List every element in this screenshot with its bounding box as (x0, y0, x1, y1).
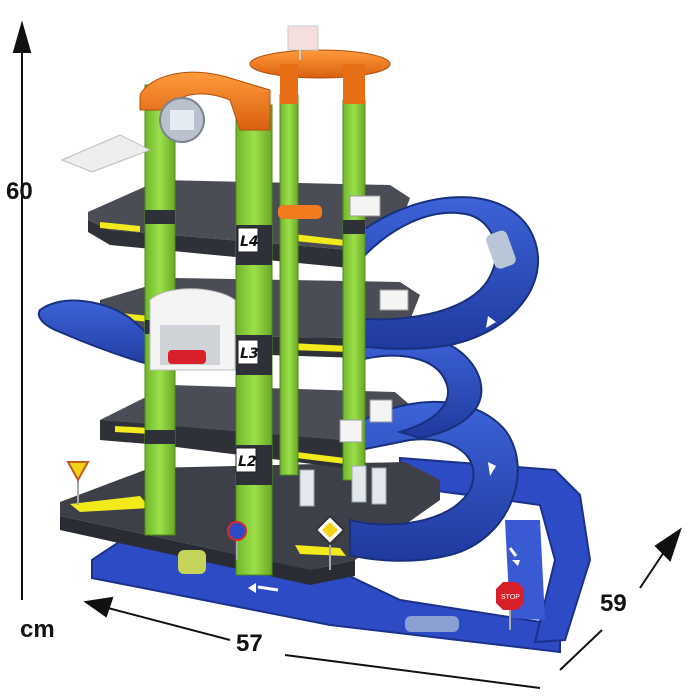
pedestrian-sign (227, 521, 247, 560)
level-labels: L4 L3 L2 (235, 227, 259, 473)
unit-label: cm (20, 616, 55, 643)
gas-pumps (299, 465, 387, 507)
top-spiral-ramp (348, 196, 540, 350)
red-car-icon (168, 350, 206, 364)
pillars (144, 84, 366, 576)
depth-label: 59 (600, 590, 627, 617)
level-3-label: L3 (240, 346, 259, 362)
digital-clock-icon (159, 97, 205, 143)
stop-sign-text: STOP (501, 594, 520, 601)
height-label: 60 (6, 178, 33, 205)
depth-arrow (559, 527, 682, 671)
cars (178, 205, 516, 632)
level-3-ramp (348, 331, 483, 440)
orange-roof (139, 25, 391, 131)
level-4-label: L4 (240, 234, 259, 250)
silver-car-icon (486, 230, 516, 269)
level-2-label: L2 (238, 454, 257, 470)
left-ramp (37, 299, 172, 372)
barriers (339, 195, 409, 443)
width-arrow (83, 596, 541, 689)
height-arrow (12, 20, 32, 600)
stop-sign: STOP (496, 582, 524, 630)
blue-car-icon (405, 616, 459, 632)
diamond-sign (314, 514, 346, 570)
yellow-car-icon (178, 550, 206, 574)
solar-panel (60, 134, 152, 173)
elevator-cabin (149, 288, 236, 371)
yield-sign-left (66, 461, 90, 505)
level-2-ramp (343, 400, 519, 562)
orange-car-icon (278, 205, 322, 219)
width-label: 57 (236, 630, 263, 657)
